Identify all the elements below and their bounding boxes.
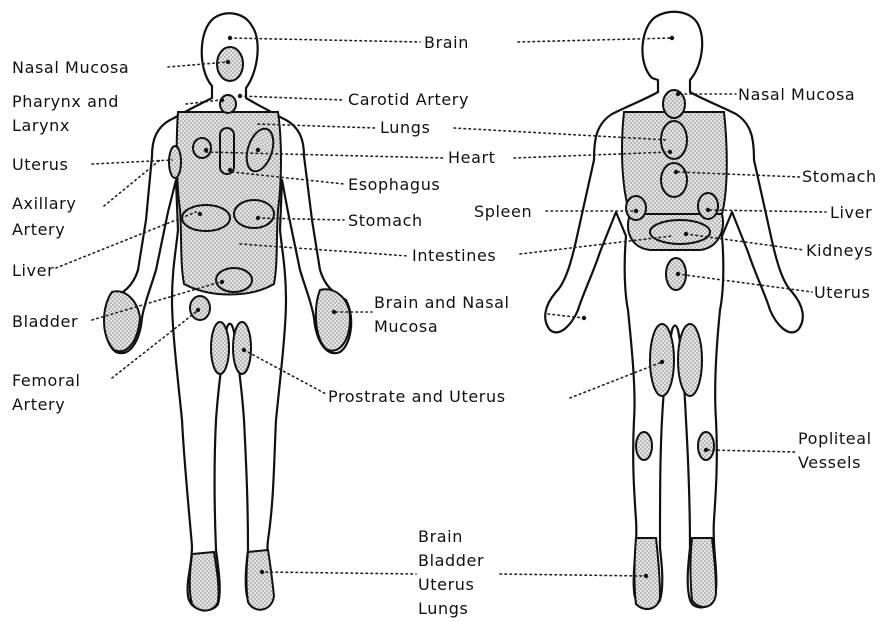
label-back-nasal-mucosa: Nasal Mucosa	[738, 85, 855, 104]
dot-back-kidneys	[684, 232, 688, 236]
dot-front-heart	[204, 148, 208, 152]
front-uterus-side-region	[169, 146, 181, 178]
label-uterus: Uterus	[12, 155, 68, 174]
dot-back-stomach	[674, 170, 678, 174]
label-heart: Heart	[448, 148, 496, 167]
label-axillary-line1: Axillary	[12, 194, 76, 213]
label-back-popliteal-line2: Vessels	[798, 453, 861, 472]
back-spine-lower-region	[661, 163, 687, 197]
back-thigh-right-region	[678, 324, 702, 396]
front-leg-right-region	[233, 322, 251, 374]
front-heart-left-region	[193, 138, 211, 158]
label-carotid-artery: Carotid Artery	[348, 90, 469, 109]
label-nasal-mucosa: Nasal Mucosa	[12, 58, 129, 77]
label-feet-brain: Brain	[418, 527, 463, 546]
dot-back-hand	[582, 316, 586, 320]
dot-front-brain	[228, 36, 232, 40]
label-back-kidneys: Kidneys	[806, 241, 873, 260]
label-feet-lungs: Lungs	[418, 599, 468, 618]
label-brain-nasal-line2: Mucosa	[374, 317, 438, 336]
label-liver: Liver	[12, 261, 54, 280]
label-stomach: Stomach	[348, 211, 423, 230]
back-popliteal-right-region	[698, 432, 714, 460]
dot-back-popliteal	[704, 448, 708, 452]
dot-front-foot	[260, 570, 264, 574]
dot-back-heel	[644, 574, 648, 578]
back-liver-region	[698, 193, 718, 219]
front-figure	[104, 13, 351, 610]
dot-front-bladder	[220, 280, 224, 284]
dot-front-stomach	[256, 216, 260, 220]
dot-front-liver	[198, 212, 202, 216]
back-popliteal-left-region	[636, 432, 652, 460]
dot-back-nasal	[676, 92, 680, 96]
label-back-liver: Liver	[830, 203, 872, 222]
front-foot-left-region	[190, 552, 219, 611]
label-feet-bladder: Bladder	[418, 551, 484, 570]
label-esophagus: Esophagus	[348, 175, 440, 194]
label-bladder: Bladder	[12, 312, 78, 331]
front-brain-region	[217, 47, 243, 81]
front-esophagus-region	[220, 128, 234, 174]
leader-brain	[230, 38, 420, 42]
dot-back-liver	[706, 208, 710, 212]
label-femoral-line1: Femoral	[12, 371, 81, 390]
dot-front-lung	[256, 148, 260, 152]
front-stomach-left-region	[182, 205, 230, 231]
label-axillary-line2: Artery	[12, 220, 65, 239]
back-spleen-region	[626, 196, 646, 220]
label-back-stomach: Stomach	[802, 167, 877, 186]
back-heel-right-region	[691, 538, 717, 607]
label-feet-uterus: Uterus	[418, 575, 474, 594]
leader-carotid	[240, 96, 344, 100]
dot-back-spleen	[634, 209, 638, 213]
front-foot-right-region	[247, 550, 275, 610]
label-pharynx-line1: Pharynx and	[12, 92, 119, 111]
front-pharynx-region	[220, 95, 236, 113]
leader-feet	[266, 572, 416, 574]
dot-back-brain	[670, 36, 674, 40]
dot-front-nasal	[226, 60, 230, 64]
label-intestines: Intestines	[412, 246, 496, 265]
label-femoral-line2: Artery	[12, 395, 65, 414]
back-heel-left-region	[635, 538, 661, 609]
front-femoral-region	[190, 296, 210, 320]
dot-front-carotid	[238, 94, 242, 98]
label-lungs: Lungs	[380, 118, 430, 137]
dot-front-esophagus	[228, 168, 232, 172]
front-leg-left-region	[211, 322, 229, 374]
dot-back-thigh	[660, 360, 664, 364]
leader-back-popliteal	[708, 450, 796, 452]
dot-front-femoral	[196, 308, 200, 312]
label-prostrate-uterus: Prostrate and Uterus	[328, 387, 506, 406]
label-brain-nasal-line1: Brain and Nasal	[374, 293, 510, 312]
label-pharynx-line2: Larynx	[12, 116, 70, 135]
front-stomach-right-region	[234, 200, 274, 228]
label-brain: Brain	[424, 33, 469, 52]
back-kidneys-region	[650, 220, 710, 244]
label-back-uterus: Uterus	[814, 283, 870, 302]
dot-back-uterus	[676, 272, 680, 276]
label-back-spleen: Spleen	[474, 202, 532, 221]
dot-back-heart	[668, 150, 672, 154]
dot-front-hand	[332, 310, 336, 314]
label-back-popliteal-line1: Popliteal	[798, 429, 872, 448]
dot-front-pharynx	[220, 98, 224, 102]
leader-feet-back	[500, 574, 646, 576]
dot-front-leg	[242, 348, 246, 352]
